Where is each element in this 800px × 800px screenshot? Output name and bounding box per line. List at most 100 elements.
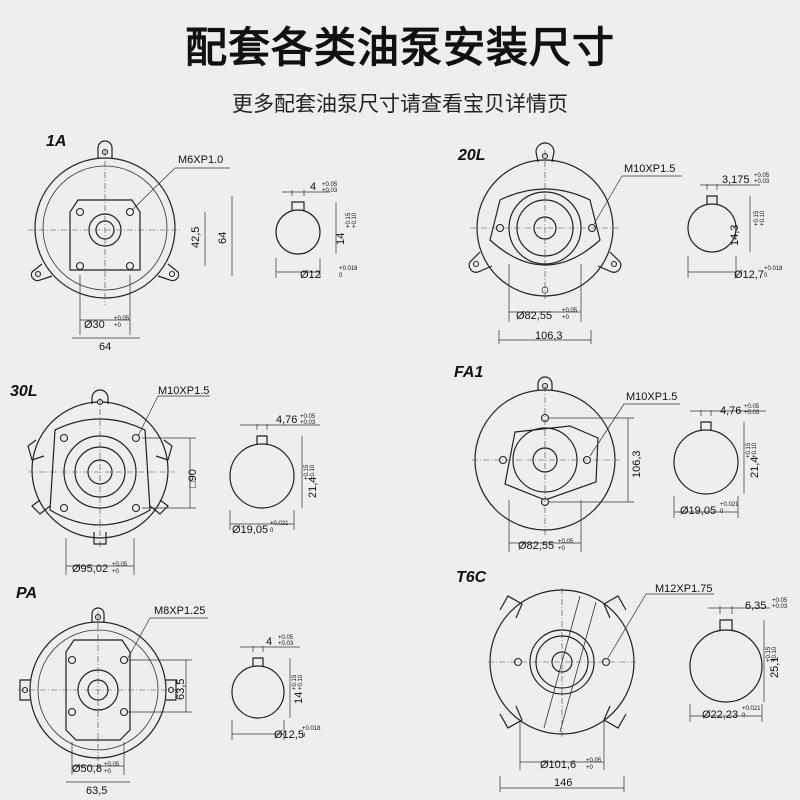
thread-label-1a: M6XP1.0 <box>178 154 223 166</box>
shaft-dia-fa1: Ø19,05 <box>680 505 716 517</box>
shaft-30l: 4,76 +0.05 +0.03 21,4 +0.15 +0.10 Ø19,05… <box>229 414 320 536</box>
drawing-1a: 1A M6XP1.0 42,5 64 <box>28 133 358 353</box>
svg-text:+0.15: +0.15 <box>304 464 310 480</box>
svg-text:+0.03: +0.03 <box>278 641 294 647</box>
drawing-t6c: T6C M12XP1.75 Ø101,6 +0.05 + <box>456 569 788 792</box>
key-height-t6c: 25,1 <box>769 657 781 678</box>
bottom-width-1a: 64 <box>99 341 111 353</box>
bottom-width-t6c: 146 <box>554 777 572 789</box>
shaft-pa: 4 +0.05 +0.03 14 +0.15 +0.10 Ø12,5 +0.01… <box>231 635 321 741</box>
svg-text:+0.03: +0.03 <box>754 179 770 185</box>
key-width-1a: 4 <box>310 181 316 193</box>
key-height-1a: 14 <box>335 233 347 245</box>
shaft-dia-30l: Ø19,05 <box>232 524 268 536</box>
svg-text:+0.021: +0.021 <box>720 502 739 508</box>
flange-t6c <box>488 588 636 738</box>
svg-text:0: 0 <box>742 713 746 719</box>
key-width-fa1: 4,76 <box>720 405 741 417</box>
thread-label-20l: M10XP1.5 <box>624 163 675 175</box>
model-label-30l: 30L <box>10 383 38 400</box>
svg-text:+0.10: +0.10 <box>310 464 316 480</box>
thread-label-fa1: M10XP1.5 <box>626 391 677 403</box>
model-label-20l: 20L <box>457 147 486 164</box>
bottom-width-20l: 106,3 <box>535 330 563 342</box>
flange-fa1 <box>472 376 620 535</box>
svg-text:+0.05: +0.05 <box>562 308 578 314</box>
shaft-dia-1a: Ø12 <box>300 269 321 281</box>
model-label-pa: PA <box>16 585 37 602</box>
thread-label-t6c: M12XP1.75 <box>655 583 712 595</box>
drawing-30l: 30L M10XP1.5 <box>10 383 320 575</box>
drawing-fa1: FA1 M10XP1.5 106,3 Ø82,55 <box>454 364 766 552</box>
flange-30l <box>27 389 175 548</box>
shaft-t6c: 6,35 +0.05 +0.03 25,1 +0.15 +0.10 Ø22,23… <box>689 598 788 722</box>
svg-text:+0.05: +0.05 <box>278 635 294 641</box>
key-width-pa: 4 <box>266 636 272 648</box>
pilot-tol-lo-1a: +0 <box>114 323 122 329</box>
svg-text:+0: +0 <box>558 546 566 552</box>
svg-text:+0.03: +0.03 <box>322 188 338 194</box>
svg-text:+0: +0 <box>562 315 570 321</box>
svg-text:+0: +0 <box>586 765 594 771</box>
svg-text:0: 0 <box>339 273 343 279</box>
flange-pa <box>18 607 180 770</box>
flange-20l <box>468 142 622 300</box>
svg-text:+0.05: +0.05 <box>558 539 574 545</box>
bottom-width-pa: 63,5 <box>86 785 107 797</box>
model-label-fa1: FA1 <box>454 364 483 381</box>
key-width-20l: 3,175 <box>722 174 750 186</box>
pilot-dia-t6c: Ø101,6 <box>540 759 576 771</box>
svg-text:+0.05: +0.05 <box>112 562 128 568</box>
bolt-spacing-pa: 63,5 <box>175 679 187 700</box>
svg-text:+0.018: +0.018 <box>339 266 358 272</box>
svg-text:+0.021: +0.021 <box>270 521 289 527</box>
pilot-dia-pa: Ø50,8 <box>72 763 102 775</box>
key-width-30l: 4,76 <box>276 414 297 426</box>
svg-text:+0.018: +0.018 <box>302 726 321 732</box>
svg-text:+0.05: +0.05 <box>772 598 788 604</box>
svg-text:+0: +0 <box>112 569 120 575</box>
svg-text:+0.05: +0.05 <box>744 404 760 410</box>
svg-text:0: 0 <box>302 733 306 739</box>
svg-text:+0.05: +0.05 <box>322 182 338 188</box>
svg-text:0: 0 <box>764 273 768 279</box>
pilot-dia-fa1: Ø82,55 <box>518 540 554 552</box>
square-30l: □90 <box>187 469 199 488</box>
shaft-20l: 3,175 +0.05 +0.03 14,3 +0.15 +0.10 Ø12,7… <box>687 173 783 281</box>
svg-text:+0.03: +0.03 <box>744 410 760 416</box>
svg-text:+0.05: +0.05 <box>300 414 316 420</box>
bolt-spacing-fa1: 106,3 <box>631 450 643 478</box>
svg-text:+0.03: +0.03 <box>300 420 316 426</box>
flange-height-1a: 64 <box>217 232 229 244</box>
pilot-dia-30l: Ø95,02 <box>72 563 108 575</box>
dims-20l: M10XP1.5 Ø82,55 +0.05 +0 106,3 <box>498 163 682 344</box>
svg-text:+0.03: +0.03 <box>772 604 788 610</box>
drawing-pa: PA M8XP1.25 63,5 <box>16 585 321 797</box>
bolt-spacing-1a: 42,5 <box>190 227 202 248</box>
pilot-dia-1a: Ø30 <box>84 319 105 331</box>
shaft-dia-20l: Ø12,7 <box>734 269 764 281</box>
dims-30l: M10XP1.5 □90 Ø95,02 +0.05 +0 <box>65 385 210 575</box>
svg-text:+0.05: +0.05 <box>586 758 602 764</box>
svg-text:+0.10: +0.10 <box>752 442 758 458</box>
svg-text:+0.10: +0.10 <box>352 212 358 228</box>
model-label-t6c: T6C <box>456 569 487 586</box>
shaft-dia-pa: Ø12,5 <box>274 729 304 741</box>
svg-text:0: 0 <box>270 528 274 534</box>
pilot-dia-20l: Ø82,55 <box>516 310 552 322</box>
svg-text:+0.05: +0.05 <box>104 762 120 768</box>
key-height-fa1: 21,4 <box>749 457 761 478</box>
page-title: 配套各类油泵安装尺寸 <box>184 23 615 72</box>
thread-label-pa: M8XP1.25 <box>154 605 205 617</box>
page-subtitle: 更多配套油泵尺寸请查看宝贝详情页 <box>232 92 568 116</box>
key-height-30l: 21,4 <box>307 477 319 498</box>
model-label-1a: 1A <box>46 133 66 150</box>
dims-fa1: M10XP1.5 106,3 Ø82,55 +0.05 +0 <box>508 391 680 552</box>
dims-pa: M8XP1.25 63,5 Ø50,8 +0.05 +0 63,5 <box>66 605 208 797</box>
svg-text:+0.05: +0.05 <box>754 173 770 179</box>
svg-text:+0.10: +0.10 <box>772 646 778 662</box>
svg-text:+0.15: +0.15 <box>766 646 772 662</box>
flange-1a <box>28 140 182 305</box>
svg-text:+0.10: +0.10 <box>298 674 304 690</box>
